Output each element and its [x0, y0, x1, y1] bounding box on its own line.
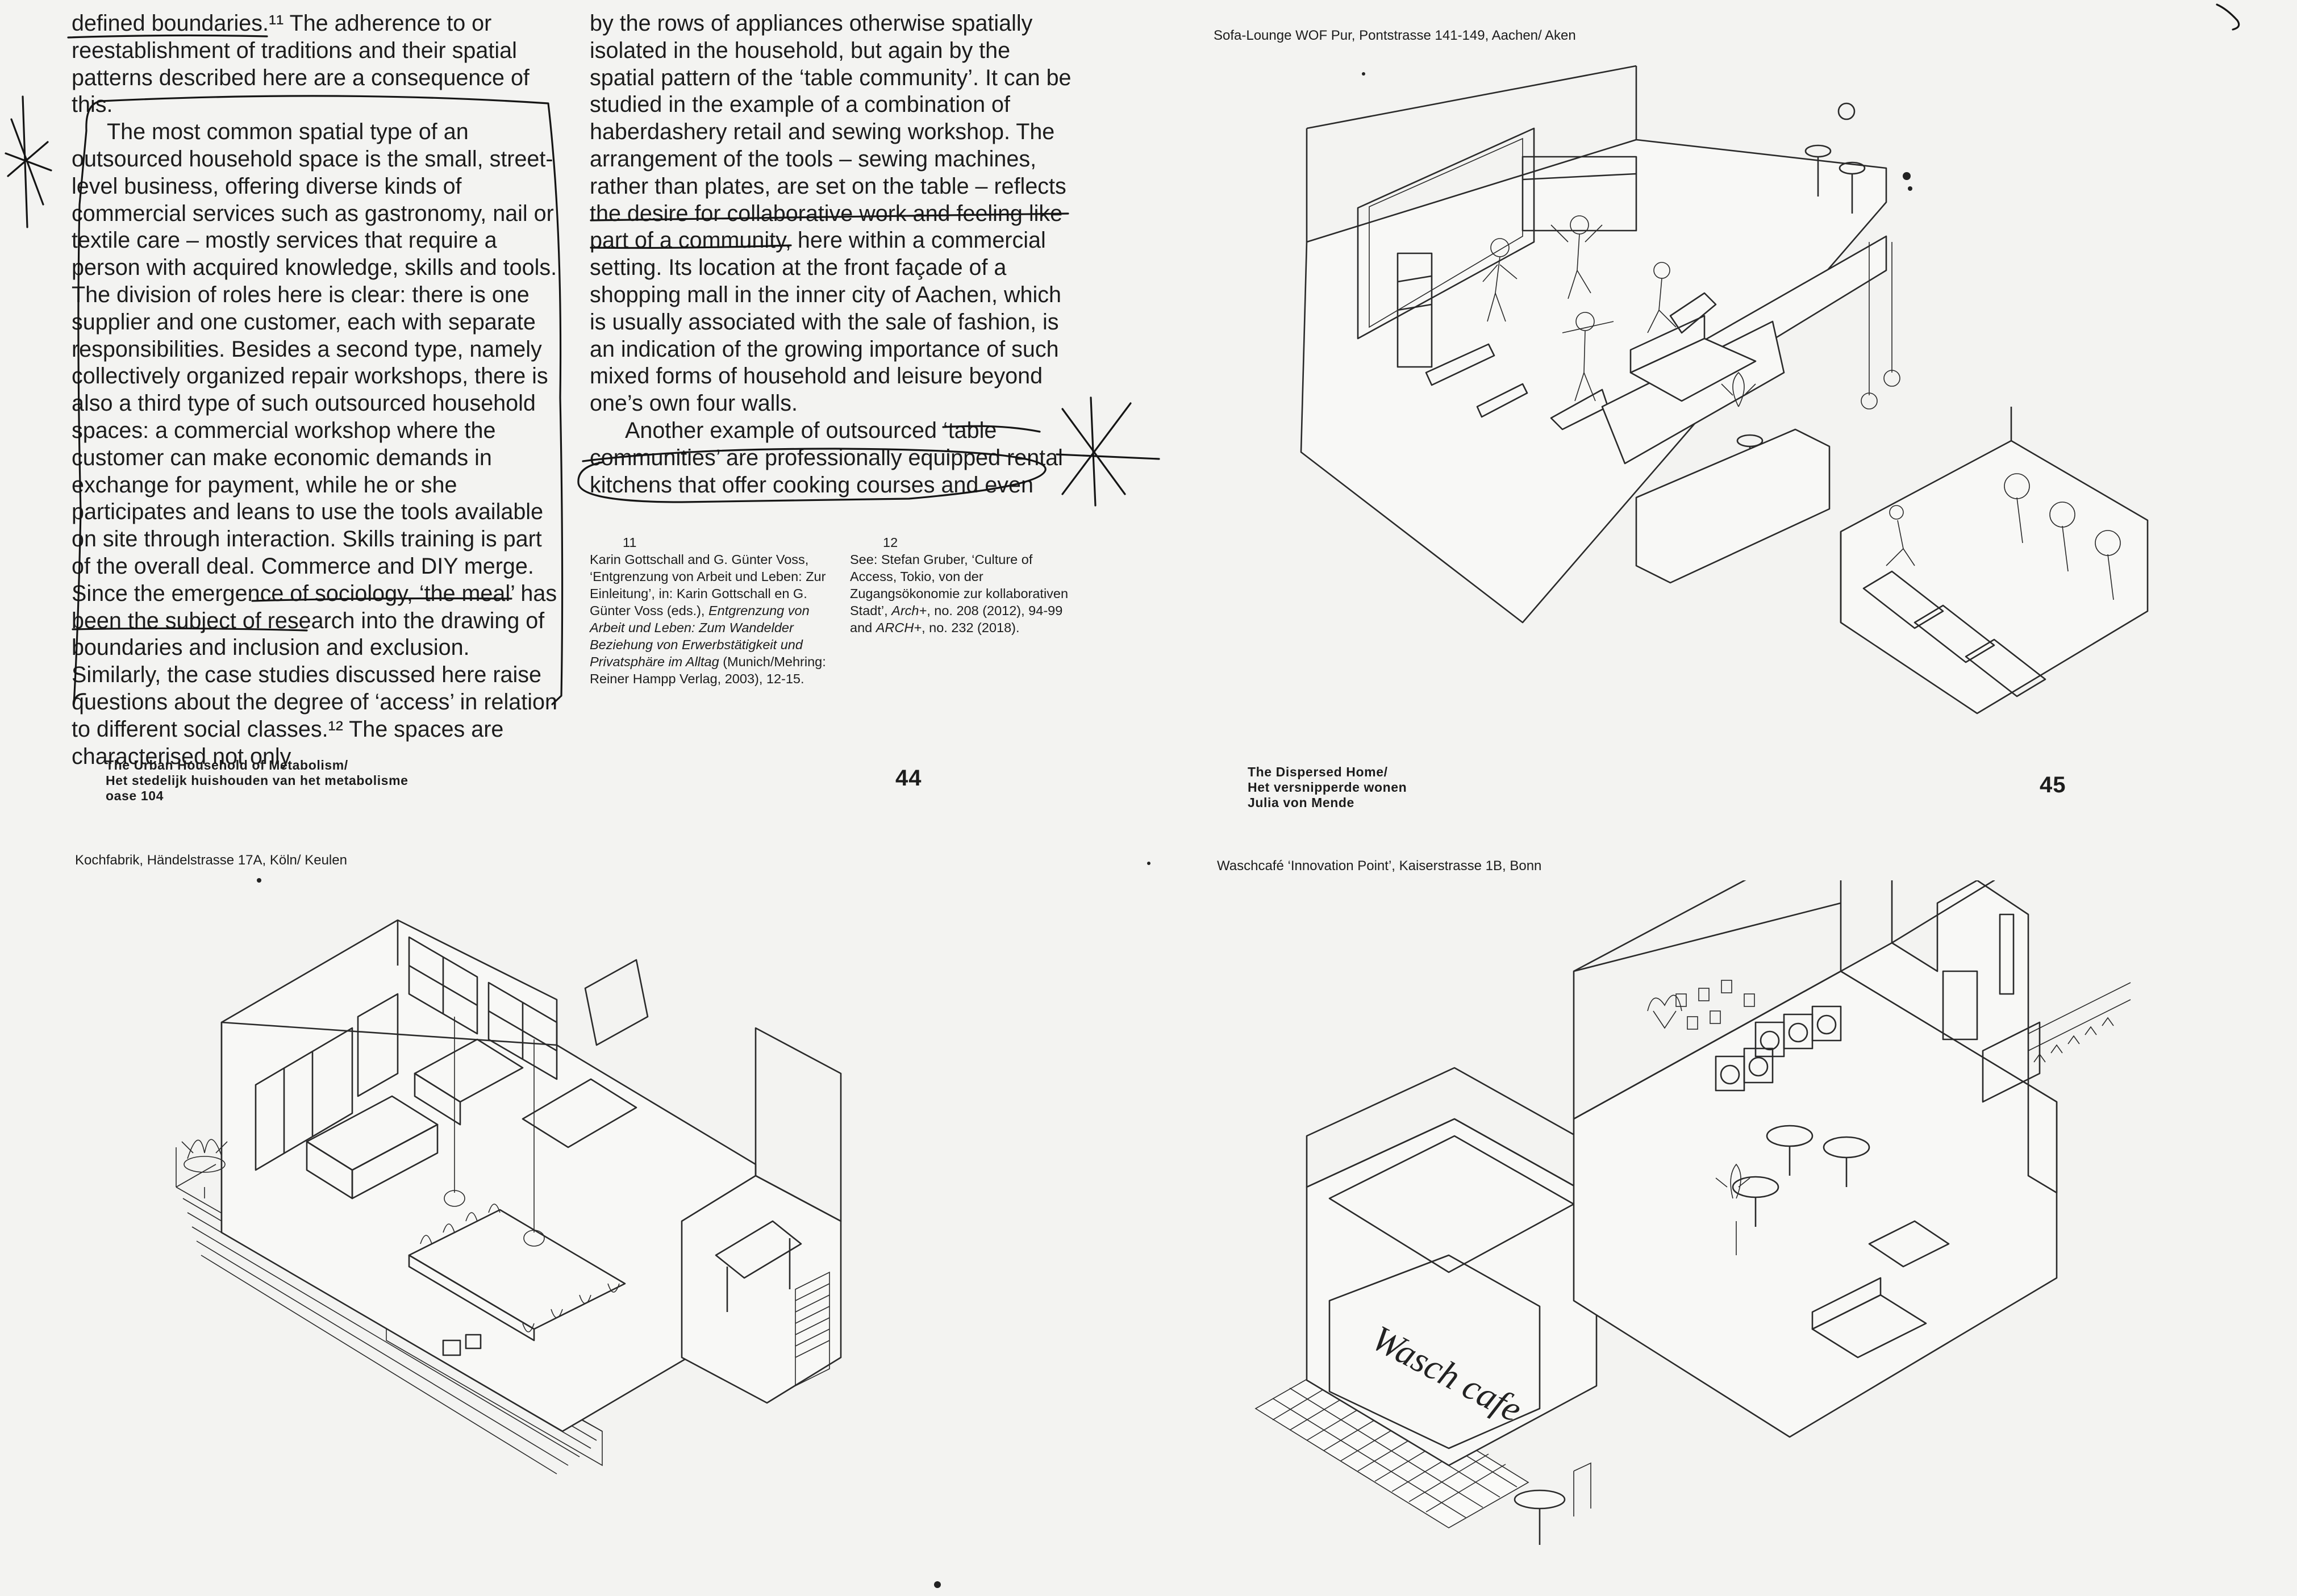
running-footer-right: The Dispersed Home/ Het versnipperde won… [1248, 764, 1407, 810]
gym-isometric-drawing [1300, 65, 2149, 715]
footnote-number: 11 [623, 535, 637, 550]
footnote-11: 11 Karin Gottschall and G. Günter Voss, … [590, 534, 828, 687]
laundry-cafe-isometric-drawing: Wasch cafe [1254, 880, 2131, 1545]
caption-sofa-lounge: Sofa-Lounge WOF Pur, Pontstrasse 141-149… [1214, 28, 1576, 43]
footnote-12: 12 See: Stefan Gruber, ‘Culture of Acces… [850, 534, 1077, 636]
ink-mark [2216, 3, 2240, 31]
kitchen-isometric-drawing [176, 919, 842, 1474]
footnote-number: 12 [883, 535, 898, 550]
text-column-2: by the rows of appliances otherwise spat… [590, 10, 1078, 499]
paragraph: Another example of outsourced ‘table com… [590, 417, 1063, 498]
paragraph: by the rows of appliances otherwise spat… [590, 11, 1072, 416]
caption-waschcafe: Waschcafé ‘Innovation Point’, Kaiserstra… [1217, 858, 1542, 874]
asterisk-mark [5, 95, 52, 228]
paragraph: defined boundaries.¹¹ The adherence to o… [72, 11, 530, 118]
text-column-1: defined boundaries.¹¹ The adherence to o… [72, 10, 560, 770]
running-footer-left: The Urban Household of Metabolism/ Het s… [106, 758, 408, 803]
caption-kochfabrik: Kochfabrik, Händelstrasse 17A, Köln/ Keu… [75, 853, 347, 868]
page-number-left: 44 [895, 766, 922, 791]
paragraph: The most common spatial type of an outso… [72, 119, 557, 769]
page-number-right: 45 [2040, 772, 2066, 797]
